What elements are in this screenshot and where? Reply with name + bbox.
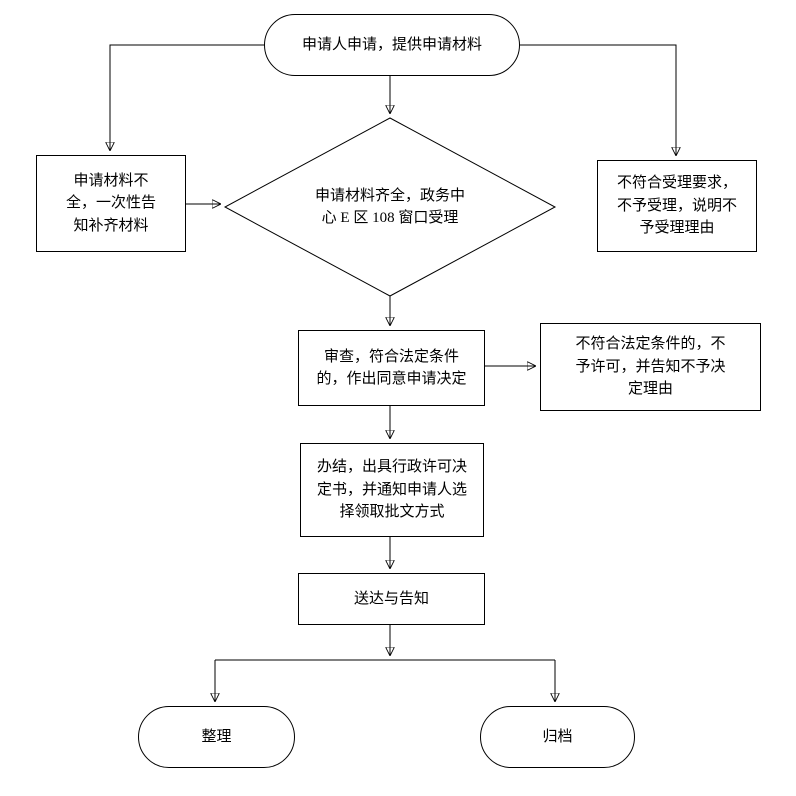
node-review-approve: 审查，符合法定条件的，作出同意申请决定 <box>298 330 485 406</box>
node-deliver-notify: 送达与告知 <box>298 573 485 625</box>
node-incomplete-materials-label: 申请材料不全，一次性告知补齐材料 <box>65 172 156 234</box>
node-start: 申请人申请，提供申请材料 <box>264 14 520 76</box>
node-review-approve-label: 审查，符合法定条件的，作出同意申请决定 <box>316 348 467 388</box>
node-organize-label: 整理 <box>201 728 232 745</box>
node-acceptance-decision: 申请材料齐全，政务中心 E 区 108 窗口受理 <box>308 158 472 256</box>
node-organize: 整理 <box>138 706 295 768</box>
node-not-accepted-label: 不符合受理要求，不予受理，说明不予受理理由 <box>617 175 738 237</box>
node-deliver-notify-label: 送达与告知 <box>353 590 429 607</box>
node-not-permitted: 不符合法定条件的，不予许可，并告知不予决定理由 <box>540 323 761 411</box>
node-archive: 归档 <box>480 706 635 768</box>
node-start-label: 申请人申请，提供申请材料 <box>301 36 482 53</box>
node-archive-label: 归档 <box>542 728 573 745</box>
node-not-permitted-label: 不符合法定条件的，不予许可，并告知不予决定理由 <box>575 336 726 398</box>
node-acceptance-decision-label: 申请材料齐全，政务中心 E 区 108 窗口受理 <box>314 187 465 227</box>
edge-start-incomplete <box>110 44 264 150</box>
edge-start-rejected <box>520 44 676 155</box>
node-conclude-issue-permit: 办结，出具行政许可决定书，并通知申请人选择领取批文方式 <box>300 443 484 537</box>
node-incomplete-materials: 申请材料不全，一次性告知补齐材料 <box>36 155 186 252</box>
node-conclude-issue-permit-label: 办结，出具行政许可决定书，并通知申请人选择领取批文方式 <box>316 459 467 521</box>
node-not-accepted: 不符合受理要求，不予受理，说明不予受理理由 <box>597 160 757 252</box>
